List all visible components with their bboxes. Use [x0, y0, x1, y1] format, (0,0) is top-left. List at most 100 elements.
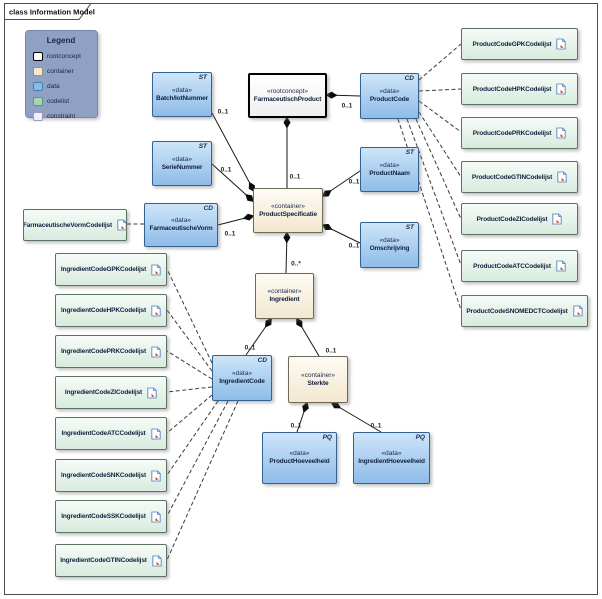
- codelist-name: ProductCodeATCCodelijst: [473, 262, 551, 270]
- node-sterkte[interactable]: «container» Sterkte: [288, 356, 348, 403]
- dep-ingredientcode-zi: [166, 386, 213, 393]
- node-product-hoeveelheid[interactable]: PQ «data» ProductHoeveelheid: [262, 432, 337, 484]
- codelist-ingredientcode-prk[interactable]: IngredientCodePRKCodelijst: [55, 335, 167, 368]
- multiplicity-label: 0..1: [348, 242, 360, 250]
- node-stereotype: «data»: [171, 217, 191, 224]
- codelist-name: ProductCodeHPKCodelijst: [472, 85, 552, 93]
- link-batch-lotnummer: [211, 112, 255, 193]
- rootconcept-swatch-icon: [33, 52, 43, 61]
- link-farmaceutische-vorm: [217, 213, 255, 226]
- document-icon: [151, 305, 161, 317]
- link-serienummer: [211, 163, 255, 203]
- type-marker: CD: [257, 357, 267, 364]
- type-marker: ST: [405, 224, 414, 231]
- dep-ingredientcode-hpk: [166, 309, 213, 372]
- link-product-hoeveelheid: [296, 401, 309, 433]
- codelist-productcode-prk[interactable]: ProductCodePRKCodelijst: [461, 117, 578, 149]
- node-farmaceutisch-product[interactable]: «rootconcept» FarmaceutischProduct: [248, 73, 327, 118]
- node-name: Batch/lotNummer: [156, 94, 208, 102]
- link-ingredient-code: [245, 317, 272, 356]
- node-stereotype: «data»: [381, 450, 402, 457]
- dep-ingredientcode-gtin: [166, 400, 239, 561]
- multiplicity-label: 0..1: [341, 102, 353, 110]
- codelist-ingredientcode-zi[interactable]: IngredientCodeZICodelijst: [55, 376, 167, 409]
- legend-item-codelist: codelist: [33, 94, 97, 109]
- codelist-ingredientcode-gpk[interactable]: IngredientCodeGPKCodelijst: [55, 253, 167, 286]
- codelist-ingredientcode-atc[interactable]: IngredientCodeATCCodelijst: [55, 417, 167, 450]
- codelist-productcode-atc[interactable]: ProductCodeATCCodelijst: [461, 250, 578, 282]
- codelist-farmaceutische-vorm[interactable]: FarmaceutischeVormCodelijst: [23, 209, 127, 241]
- node-stereotype: «data»: [172, 155, 192, 163]
- node-stereotype: «data»: [379, 237, 400, 244]
- type-marker: CD: [404, 75, 414, 82]
- codelist-ingredientcode-snk[interactable]: IngredientCodeSNKCodelijst: [55, 459, 167, 492]
- node-serienummer[interactable]: ST «data» SerieNummer: [152, 141, 212, 186]
- codelist-name: ProductCodePRKCodelijst: [472, 129, 552, 137]
- node-name: Ingredient: [269, 296, 300, 303]
- codelist-name: ProductCodeSNOMEDCTCodelijst: [466, 307, 568, 315]
- type-marker: ST: [198, 74, 207, 81]
- node-product-naam[interactable]: ST «data» ProductNaam: [360, 147, 419, 192]
- dep-productcode-gpk: [418, 43, 462, 81]
- document-icon: [151, 346, 161, 358]
- multiplicity-label: 0..1: [244, 344, 256, 352]
- node-name: ProductHoeveelheid: [269, 458, 330, 465]
- link-product-code: [325, 91, 361, 99]
- dep-ingredientcode-gpk: [166, 268, 213, 364]
- multiplicity-label: 0..1: [220, 166, 232, 174]
- dep-ingredientcode-atc: [166, 394, 213, 434]
- dep-productcode-prk: [418, 100, 462, 133]
- legend-item-constraint: constraint: [33, 109, 97, 124]
- codelist-productcode-snomedct[interactable]: ProductCodeSNOMEDCTCodelijst: [461, 295, 588, 327]
- codelist-productcode-zi[interactable]: ProductCodeZICodelijst: [461, 203, 578, 235]
- type-marker: CD: [203, 205, 213, 212]
- node-product-specificatie[interactable]: «container» ProductSpecificatie: [253, 188, 323, 233]
- node-batch-lotnummer[interactable]: ST «data» Batch/lotNummer: [152, 72, 212, 117]
- codelist-name: IngredientCodeGTINCodelijst: [60, 557, 147, 564]
- legend-title: Legend: [46, 36, 76, 45]
- node-name: SerieNummer: [161, 163, 203, 171]
- container-swatch-icon: [33, 67, 43, 76]
- node-ingredient[interactable]: «container» Ingredient: [255, 273, 314, 319]
- legend-label: container: [47, 68, 74, 75]
- link-ingredient-hoeveelheid: [330, 402, 382, 433]
- codelist-name: IngredientCodeATCCodelijst: [61, 430, 146, 437]
- dep-ingredientcode-prk: [166, 350, 213, 380]
- multiplicity-label: 0..1: [325, 347, 337, 355]
- legend: Legend rootconcept container data codeli…: [25, 30, 98, 121]
- node-stereotype: «data»: [289, 450, 310, 457]
- codelist-name: ProductCodeGTINCodelijst: [471, 173, 553, 181]
- codelist-productcode-gtin[interactable]: ProductCodeGTINCodelijst: [461, 161, 578, 193]
- codelist-swatch-icon: [33, 97, 43, 106]
- codelist-name: IngredientCodeSSKCodelijst: [61, 513, 146, 520]
- legend-item-container: container: [33, 64, 97, 79]
- node-name: FarmaceutischeVorm: [149, 225, 213, 232]
- codelist-ingredientcode-hpk[interactable]: IngredientCodeHPKCodelijst: [55, 294, 167, 327]
- codelist-name: ProductCodeGPKCodelijst: [472, 40, 552, 48]
- node-ingredient-code[interactable]: CD «data» IngredientCode: [212, 355, 272, 401]
- codelist-ingredientcode-gtin[interactable]: IngredientCodeGTINCodelijst: [55, 544, 167, 577]
- legend-label: data: [47, 83, 60, 90]
- node-omschrijving[interactable]: ST «data» Omschrijving: [360, 222, 419, 268]
- codelist-productcode-hpk[interactable]: ProductCodeHPKCodelijst: [461, 73, 578, 105]
- multiplicity-label: 0..1: [217, 108, 229, 116]
- data-swatch-icon: [33, 82, 43, 91]
- codelist-ingredientcode-ssk[interactable]: IngredientCodeSSKCodelijst: [55, 500, 167, 533]
- legend-item-rootconcept: rootconcept: [33, 49, 97, 64]
- document-icon: [147, 387, 157, 399]
- node-ingredient-hoeveelheid[interactable]: PQ «data» IngredientHoeveelheid: [353, 432, 430, 484]
- constraint-swatch-icon: [33, 112, 43, 121]
- codelist-productcode-gpk[interactable]: ProductCodeGPKCodelijst: [461, 28, 578, 60]
- link-sterkte: [296, 317, 320, 357]
- node-farmaceutische-vorm[interactable]: CD «data» FarmaceutischeVorm: [144, 203, 218, 247]
- document-icon: [557, 171, 567, 183]
- node-stereotype: «rootconcept»: [266, 87, 309, 95]
- codelist-name: IngredientCodeHPKCodelijst: [61, 307, 146, 314]
- codelist-name: FarmaceutischeVormCodelijst: [23, 221, 113, 229]
- node-name: ProductCode: [369, 96, 410, 103]
- type-marker: ST: [198, 143, 207, 150]
- node-name: IngredientCode: [219, 378, 265, 385]
- node-product-code[interactable]: CD «data» ProductCode: [360, 73, 419, 119]
- dependency-links: [127, 43, 462, 561]
- node-name: Omschrijving: [369, 245, 410, 252]
